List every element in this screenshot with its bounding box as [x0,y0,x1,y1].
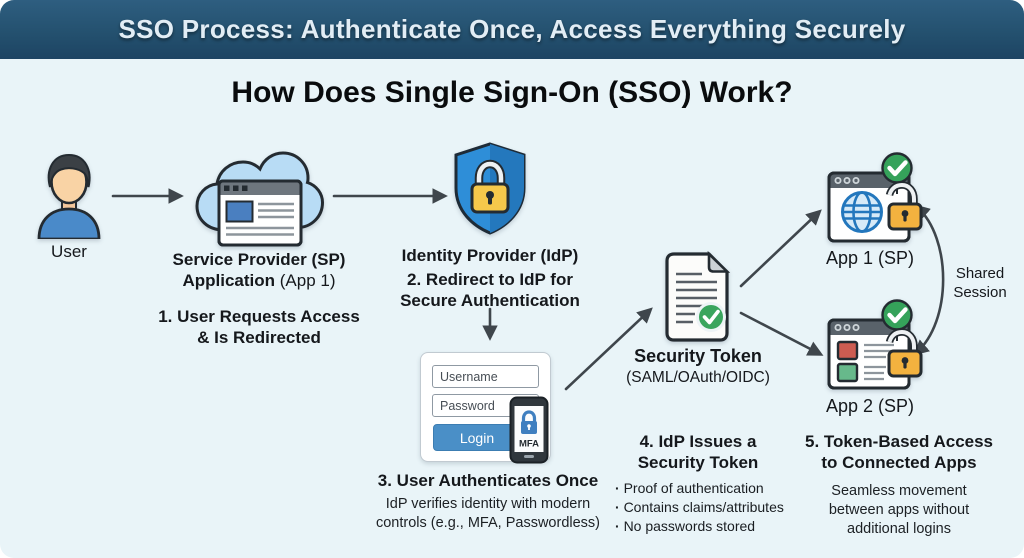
step4-line1: 4. IdP Issues a [639,432,757,451]
shared-session-line2: Session [953,284,1007,301]
step5-line1: 5. Token-Based Access [804,432,994,451]
mfa-label: MFA [519,439,539,450]
step5-desc-line1: Seamless movement [831,483,967,499]
token-bullet-1: Proof of authentication [615,479,805,498]
app1-browser-icon [827,152,923,243]
sp-title-line2: Application (App 1) [148,270,370,291]
security-token-document-icon [665,251,731,342]
app1-open-padlock-icon [885,181,923,231]
username-input[interactable] [432,365,539,388]
step3-label: 3. User Authenticates Once [377,471,599,490]
step5-description: Seamless movement between apps without a… [810,482,988,539]
service-provider-cloud-icon [195,151,325,247]
padlock-icon [470,159,510,214]
token-bullet-2: Contains claims/attributes [615,498,805,517]
step2-line2: Secure Authentication [400,291,580,310]
app2-check-icon [881,299,913,331]
sp-title-line2-rest: (App 1) [275,271,336,290]
user-icon [37,153,101,239]
mfa-phone-icon: MFA [509,396,549,464]
token-check-icon [696,302,726,332]
user-figure [37,153,101,239]
step5-line2: to Connected Apps [821,453,977,472]
login-button[interactable]: Login [433,424,521,451]
security-token-title: Security Token [634,346,762,366]
token-bullet-list: Proof of authentication Contains claims/… [615,479,805,536]
identity-provider-title: Identity Provider (IdP) [401,246,579,265]
shared-session-line1: Shared [955,265,1005,282]
step5-label: 5. Token-Based Access to Connected Apps [804,431,994,473]
shared-session-label: Shared Session [943,264,1017,302]
browser-window-graphic [217,179,303,247]
banner-title: SSO Process: Authenticate Once, Access E… [118,14,906,44]
step2-line1: 2. Redirect to IdP for [407,270,573,289]
step4-line2: Security Token [637,453,759,472]
security-token-subtitle: (SAML/OAuth/OIDC) [626,369,770,386]
step2-label: 2. Redirect to IdP for Secure Authentica… [380,269,600,311]
step1-line1: 1. User Requests Access [158,307,360,326]
step3-description: IdP verifies identity with modern contro… [361,495,615,533]
step5-desc-line3: additional logins [847,521,951,537]
globe-icon [841,191,883,233]
document-lines [676,272,717,324]
phone-lock-icon [521,410,537,434]
step3-desc-line2: controls (e.g., MFA, Passwordless) [375,515,600,531]
page-title: How Does Single Sign-On (SSO) Work? [231,76,793,109]
arrow-token-to-app1 [739,209,822,288]
token-bullet-3: No passwords stored [615,517,805,536]
login-form: Login [420,352,551,462]
sp-title-line1: Service Provider (SP) [172,250,346,269]
app1-label: App 1 (SP) [825,248,915,268]
step1-line2: & Is Redirected [197,328,321,347]
step1-label: 1. User Requests Access & Is Redirected [150,306,368,348]
app2-open-padlock-icon [885,328,923,378]
app1-check-icon [881,152,913,184]
sp-title-line2-bold: Application [182,271,276,290]
step4-label: 4. IdP Issues a Security Token [610,431,786,473]
app2-label: App 2 (SP) [825,396,915,416]
app2-browser-icon [827,299,923,390]
identity-provider-shield-icon [454,142,526,235]
step3-desc-line1: IdP verifies identity with modern [385,496,591,512]
step5-desc-line2: between apps without [828,502,970,518]
user-label: User [51,242,87,261]
banner: SSO Process: Authenticate Once, Access E… [0,0,1024,59]
service-provider-title: Service Provider (SP) Application (App 1… [148,249,370,291]
